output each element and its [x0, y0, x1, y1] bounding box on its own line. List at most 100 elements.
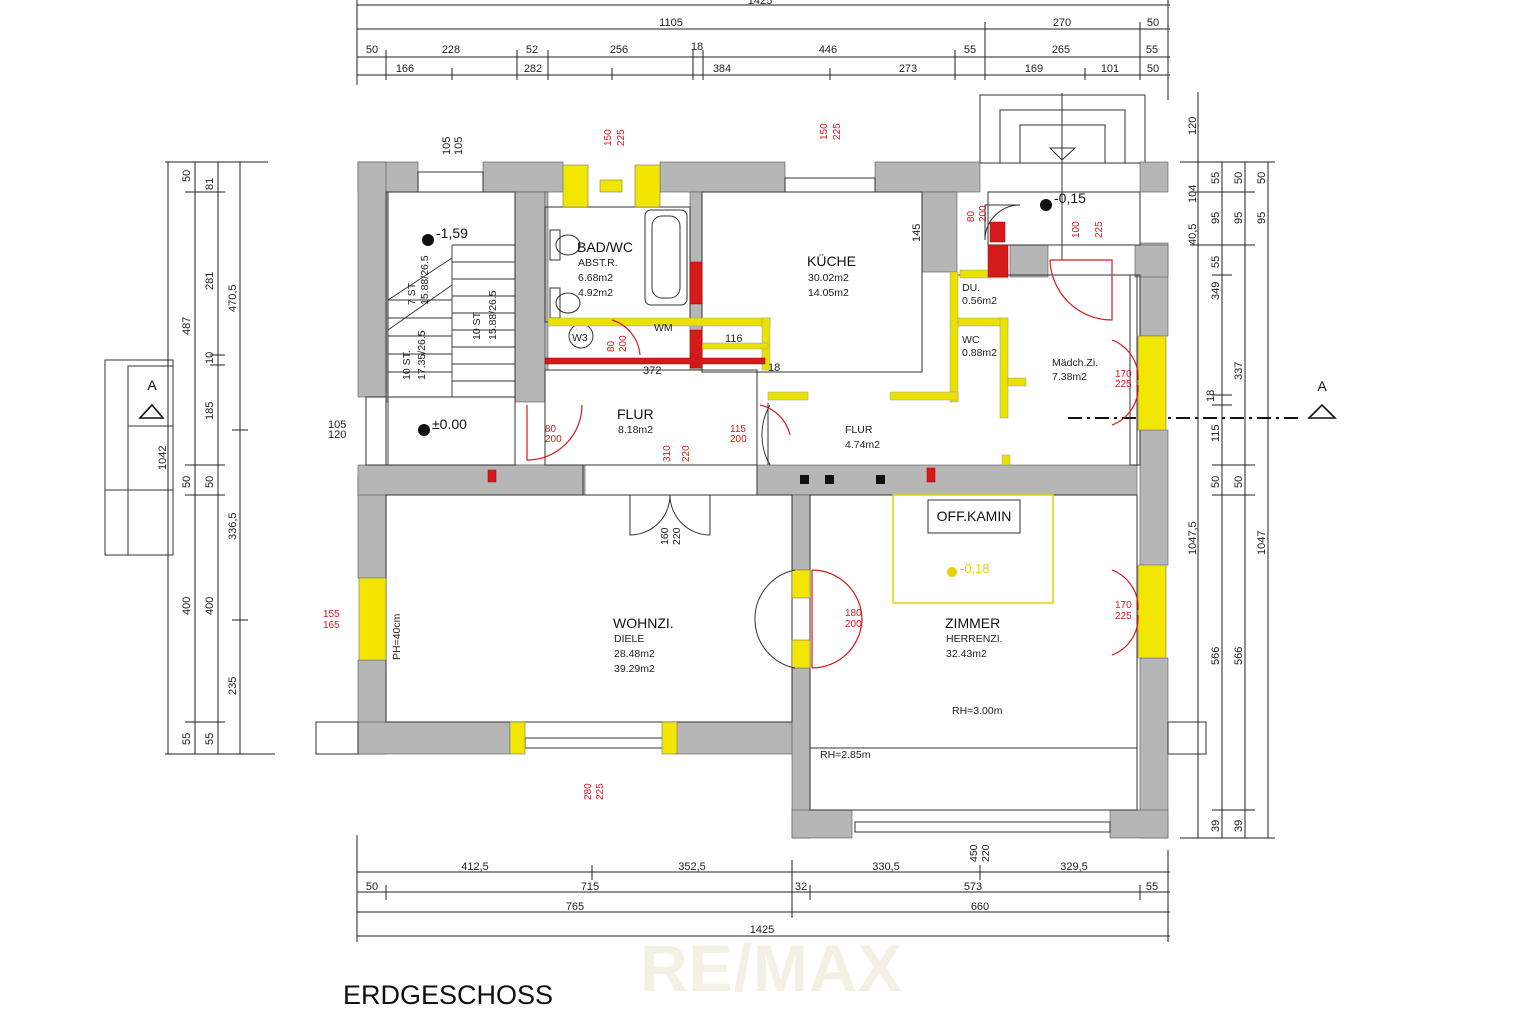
- dim-right: 55: [1210, 256, 1222, 268]
- windows-yellow: [358, 164, 1167, 755]
- stair-note-4: 17.35/26.5: [416, 330, 428, 380]
- stair-note-3: 10 ST.: [401, 350, 413, 380]
- dim-top: 256: [610, 44, 628, 56]
- opening-label: 165: [323, 620, 340, 631]
- section-marker-right: A: [1317, 378, 1327, 394]
- opening-label: 200: [618, 335, 629, 352]
- stair-note-6: 15.88/26.5: [487, 290, 499, 340]
- opening-label: 200: [730, 434, 747, 445]
- dim-bottom: 55: [1146, 881, 1158, 893]
- opening-label: 225: [1115, 379, 1132, 390]
- opening-label: 115: [730, 424, 746, 435]
- dim-left: 50: [181, 476, 193, 488]
- dim-right: 337: [1233, 362, 1245, 380]
- room-wc-name: WC: [962, 334, 980, 346]
- bath-fixtures: [549, 209, 688, 349]
- dim-right: 95: [1210, 212, 1222, 224]
- opening-label: 220: [980, 844, 992, 862]
- dim-left: 10: [204, 352, 216, 364]
- opening-label: 225: [832, 123, 843, 140]
- dim-right: 1047,5: [1187, 521, 1199, 555]
- dim-left: 81: [204, 178, 216, 190]
- door-swings: [526, 259, 1139, 669]
- dim-bottom: 573: [964, 881, 982, 893]
- level-terrace: -0,15: [1054, 190, 1086, 206]
- room-du-area: 0.56m2: [962, 295, 997, 307]
- room-wc-area: 0.88m2: [962, 347, 997, 359]
- room-zimmer-line2: 32.43m2: [946, 648, 987, 660]
- room-wohnzi-name: WOHNZI.: [613, 615, 674, 631]
- dim-left: 50: [181, 170, 193, 182]
- red-elements: [487, 221, 1009, 483]
- room-zimmer-height-2: RH=2.85m: [820, 749, 871, 761]
- room-maedchen-area: 7.38m2: [1052, 371, 1087, 383]
- room-wohnzi-line2: 28.48m2: [614, 648, 655, 660]
- room-kueche-name: KÜCHE: [807, 252, 856, 269]
- dim-top: 50: [1147, 63, 1159, 75]
- dim-top: 282: [524, 63, 542, 75]
- left-exterior-stair: [104, 359, 174, 556]
- opening-label: 170: [1115, 600, 1132, 611]
- dim-interior: 18: [768, 362, 780, 374]
- dim-left: 400: [181, 597, 193, 615]
- dim-top: 1105: [659, 17, 683, 29]
- room-flur2-area: 4.74m2: [845, 439, 880, 451]
- dim-right: 95: [1256, 212, 1268, 224]
- opening-label: 220: [681, 445, 692, 462]
- stair-note-2: 15.88/26.5: [419, 255, 431, 305]
- wm-label: WM: [654, 322, 673, 334]
- dim-left: 50: [204, 476, 216, 488]
- dim-left: 235: [227, 677, 239, 695]
- dim-top-total: 1425: [748, 0, 772, 7]
- walls: [357, 161, 1169, 839]
- dim-right: 115: [1210, 424, 1222, 442]
- opening-label: 160: [659, 527, 671, 545]
- stair-note-1: 7 ST: [406, 282, 418, 305]
- bottom-dimensions: [356, 835, 1170, 942]
- opening-label: 225: [616, 129, 627, 146]
- opening-label: 225: [1115, 611, 1132, 622]
- opening-label: 80: [545, 424, 557, 435]
- level-kamin: -0,18: [960, 561, 990, 576]
- dim-right: 18: [1205, 390, 1217, 402]
- dim-bottom: 352,5: [678, 861, 706, 873]
- opening-label: 200: [978, 205, 989, 222]
- dim-top: 55: [964, 44, 976, 56]
- dim-bottom: 412,5: [461, 861, 489, 873]
- dim-right: 95: [1233, 212, 1245, 224]
- room-kamin-name: OFF.KAMIN: [937, 508, 1012, 524]
- opening-label: 150: [819, 123, 830, 140]
- terrace-outline: [979, 93, 1146, 260]
- window-ph-label: PH=40cm: [391, 613, 403, 660]
- opening-label: 450: [968, 844, 980, 862]
- opening-label: 155: [323, 609, 340, 620]
- dim-top: 55: [1146, 44, 1158, 56]
- dim-interior: 105: [441, 137, 453, 155]
- dim-top: 18: [691, 41, 703, 53]
- room-wohnzi-line1: DIELE: [614, 633, 644, 645]
- room-flur2-name: FLUR: [845, 424, 873, 436]
- dim-interior: 372: [643, 365, 661, 377]
- dim-right: 50: [1233, 172, 1245, 184]
- dim-interior: 116: [725, 333, 743, 345]
- level-entry: ±0.00: [432, 416, 467, 432]
- dim-bottom: 329,5: [1060, 861, 1088, 873]
- plan-title: ERDGESCHOSS: [343, 980, 554, 1010]
- kamin-area: [892, 494, 1054, 604]
- dim-right: 40,5: [1187, 224, 1199, 245]
- dim-top: 270: [1053, 17, 1071, 29]
- dim-bottom-total: 1425: [750, 924, 774, 936]
- dim-top: 273: [899, 63, 917, 75]
- dim-top: 50: [366, 44, 378, 56]
- opening-label: 200: [845, 619, 862, 630]
- dim-right: 566: [1233, 647, 1245, 665]
- right-dimensions: [1180, 92, 1275, 839]
- top-dimensions: [356, 0, 1170, 100]
- level-symbols: [418, 199, 1052, 436]
- dim-top: 166: [396, 63, 414, 75]
- room-du-name: DU.: [962, 282, 980, 294]
- dim-right: 104: [1187, 185, 1199, 203]
- opening-label: 225: [1094, 221, 1105, 238]
- opening-label: 180: [845, 608, 862, 619]
- left-dimensions: [165, 161, 275, 755]
